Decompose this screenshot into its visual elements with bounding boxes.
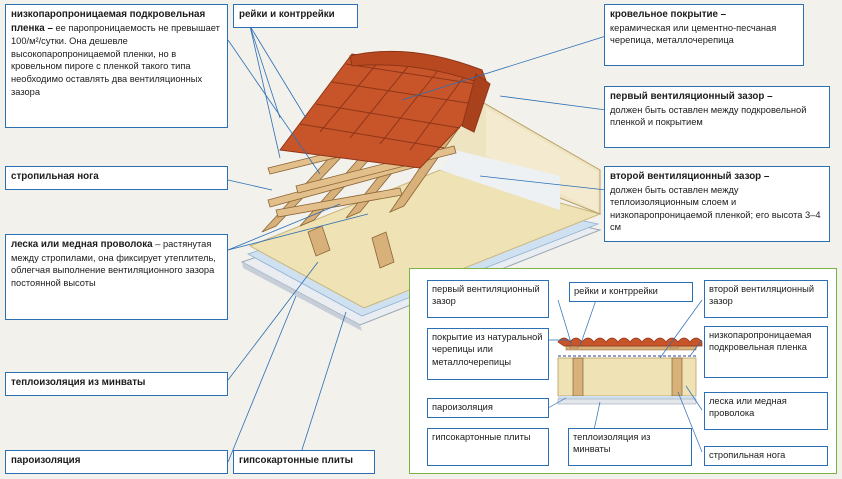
detail-label-battens-text: рейки и контррейки <box>574 286 658 296</box>
detail-tiles <box>557 337 703 347</box>
label-second-gap: второй вентиляционный зазор – должен быт… <box>604 166 830 242</box>
detail-label-covering-text: покрытие из натуральной черепицы или мет… <box>432 332 543 367</box>
detail-label-rafter: стропильная нога <box>704 446 828 466</box>
label-battens: рейки и контррейки <box>233 4 358 28</box>
label-drywall-title: гипсокартонные плиты <box>239 455 354 466</box>
label-rafter: стропильная нога <box>5 166 228 190</box>
leader-lines <box>227 25 607 463</box>
label-insulation-title: теплоизоляция из минваты <box>11 377 146 388</box>
label-membrane-title: низкопаропроницаемая подкровельная пленк… <box>11 9 206 34</box>
label-second-gap-title: второй вентиляционный зазор – <box>610 171 770 182</box>
label-wire-title: леска или медная проволока <box>11 239 153 250</box>
detail-vapor <box>558 396 696 399</box>
detail-label-covering: покрытие из натуральной черепицы или мет… <box>427 328 549 380</box>
label-first-gap: первый вентиляционный зазор – должен быт… <box>604 86 830 148</box>
detail-label-first-gap-text: первый вентиляционный зазор <box>432 284 540 307</box>
detail-label-insulation: теплоизоляция из минваты <box>568 428 692 466</box>
detail-label-rafter-text: стропильная нога <box>709 450 786 460</box>
roof-tiles <box>279 50 491 169</box>
detail-label-vapor: пароизоляция <box>427 398 549 418</box>
label-wire-text: – растянутая между стропилами, она фикси… <box>11 239 216 288</box>
label-roofing-title: кровельное покрытие – <box>610 9 727 20</box>
detail-label-drywall-text: гипсокартонные плиты <box>432 432 531 442</box>
label-wire: леска или медная проволока – растянутая … <box>5 234 228 320</box>
detail-label-vapor-text: пароизоляция <box>432 402 493 412</box>
detail-drywall <box>557 398 697 405</box>
detail-label-drywall: гипсокартонные плиты <box>427 428 549 466</box>
label-first-gap-title: первый вентиляционный зазор – <box>610 91 773 102</box>
label-drywall: гипсокартонные плиты <box>233 450 375 474</box>
detail-label-second-gap-text: второй вентиляционный зазор <box>709 284 815 307</box>
label-membrane-text: ее паропроницаемость не превышает 100/м²… <box>11 22 220 97</box>
label-roofing-text: керамическая или цементно-песчаная череп… <box>610 22 777 46</box>
label-battens-title: рейки и контррейки <box>239 9 335 20</box>
detail-label-insulation-text: теплоизоляция из минваты <box>573 432 651 455</box>
label-first-gap-text: должен быть оставлен между подкровельной… <box>610 104 807 128</box>
label-membrane: низкопаропроницаемая подкровельная пленк… <box>5 4 228 128</box>
detail-label-battens: рейки и контррейки <box>569 282 693 302</box>
label-rafter-title: стропильная нога <box>11 171 99 182</box>
label-vapor-title: пароизоляция <box>11 455 81 466</box>
label-vapor: пароизоляция <box>5 450 228 474</box>
detail-label-membrane-text: низкопаропроницаемая подкровельная пленк… <box>709 330 812 353</box>
detail-label-second-gap: второй вентиляционный зазор <box>704 280 828 318</box>
label-second-gap-text: должен быть оставлен между теплоизоляцио… <box>610 184 821 233</box>
detail-label-wire: леска или медная проволока <box>704 392 828 430</box>
detail-rafter-2 <box>671 357 683 397</box>
label-roofing: кровельное покрытие – керамическая или ц… <box>604 4 804 66</box>
detail-label-first-gap: первый вентиляционный зазор <box>427 280 549 318</box>
label-insulation: теплоизоляция из минваты <box>5 372 228 396</box>
detail-label-membrane: низкопаропроницаемая подкровельная пленк… <box>704 326 828 378</box>
detail-label-wire-text: леска или медная проволока <box>709 396 787 419</box>
detail-rafter-1 <box>572 357 584 397</box>
